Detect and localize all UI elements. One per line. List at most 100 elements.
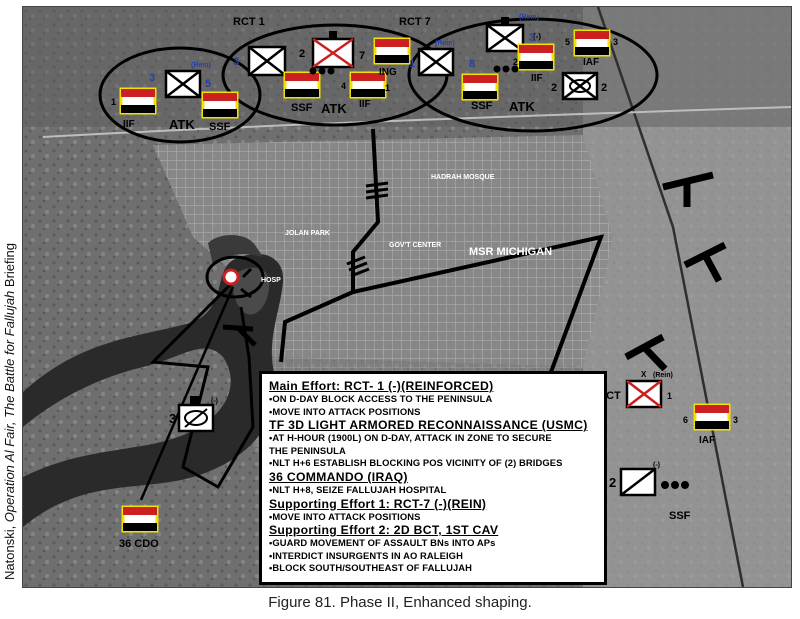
num-iaf-6: 6	[683, 415, 688, 425]
num-west-3: 3	[149, 72, 155, 84]
phase-line-marks-2	[346, 255, 370, 278]
bct-symbol	[625, 379, 663, 409]
commando-heading: 36 COMMANDO (IRAQ)	[269, 469, 408, 484]
num-rct7-2c: 2	[601, 82, 607, 94]
iraqi-unit-36cdo	[121, 505, 159, 533]
tf-lar-task-2: •NLT H+6 ESTABLISH BLOCKING POS VICINITY…	[269, 457, 563, 469]
supporting-effort-2-task-2: •INTERDICT INSURGENTS IN AO RALEIGH	[269, 549, 463, 561]
tf-lar-task-1: •AT H-HOUR (1900L) ON D-DAY, ATTACK IN Z…	[269, 432, 552, 444]
num-iaf-3: 3	[733, 415, 738, 425]
label-hosp: HOSP	[261, 277, 281, 284]
iraqi-unit-ssf-west	[201, 91, 239, 119]
num-rct7-1: 1	[409, 58, 415, 70]
west-infantry-symbol	[164, 69, 202, 99]
label-x-bct: X	[641, 370, 647, 379]
label-rct1: RCT 1	[233, 16, 265, 28]
figure-caption: Figure 81. Phase II, Enhanced shaping.	[268, 594, 532, 611]
label-atk-rct7: ATK	[509, 99, 535, 114]
label-atk-west: ATK	[169, 117, 195, 132]
label-minus-lar: (-)	[211, 398, 218, 405]
blocking-pos-south	[624, 333, 668, 372]
num-rct7-2a: 2	[513, 57, 518, 67]
label-rct7: RCT 7	[399, 16, 431, 28]
label-rein-west: (Rein)	[191, 62, 211, 69]
rct1-infantry-symbol	[247, 45, 287, 77]
main-effort-task-2: •MOVE INTO ATTACK POSITIONS	[269, 405, 421, 417]
tf-lar-task-1-cont: THE PENINSULA	[269, 444, 346, 456]
river-bend-south	[208, 235, 263, 265]
iraqi-unit-ssf-rct7	[461, 73, 499, 101]
cav-symbol	[619, 467, 657, 497]
iraqi-unit-iif-rct1	[349, 71, 387, 99]
label-iif-rct1: IIF	[359, 99, 371, 110]
rct7-infantry-symbol	[417, 47, 455, 77]
num-rct1-3: 3	[233, 56, 239, 68]
iraqi-unit-iif-west	[119, 87, 157, 115]
msr-boundary-line	[279, 290, 354, 363]
label-minus-cav: (-)	[653, 462, 660, 469]
label-msr-michigan: MSR MICHIGAN	[469, 246, 552, 258]
label-iif-west: IIF	[123, 119, 135, 130]
hospital-icon	[222, 268, 240, 286]
iraqi-unit-ssf-rct1	[283, 71, 321, 99]
hospital-ring	[205, 255, 265, 299]
iraqi-unit-iaf-east	[693, 403, 731, 431]
supporting-effort-1-task-1: •MOVE INTO ATTACK POSITIONS	[269, 510, 421, 522]
peninsula	[233, 267, 270, 315]
main-effort-task-1: •ON D-DAY BLOCK ACCESS TO THE PENINSULA	[269, 393, 493, 404]
num-rct7-3b: 3	[613, 37, 618, 47]
blocking-pos-mid	[683, 241, 727, 283]
phase-line-marks-1	[365, 181, 389, 200]
side-credit: Natonski, Operation Al Fair, The Battle …	[2, 243, 17, 580]
commando-task-1: •NLT H+8, SEIZE FALLUJAH HOSPITAL	[269, 483, 447, 495]
blocking-mark-bridge	[222, 324, 257, 347]
label-ssf-rct1: SSF	[291, 102, 313, 114]
axis-to-hospital	[139, 286, 235, 501]
rct7-armor-symbol	[561, 71, 599, 101]
label-rein-bct: (Rein)	[653, 372, 673, 379]
num-lar-3: 3	[169, 411, 176, 426]
num-bct-1: 1	[667, 391, 672, 401]
label-ssf-west: SSF	[209, 121, 231, 133]
label-minus-rct7: (-)	[533, 32, 541, 41]
label-atk-rct1: ATK	[321, 101, 347, 116]
supporting-effort-1-heading: Supporting Effort 1: RCT-7 (-)(REIN)	[269, 496, 487, 511]
label-govt-center: GOV'T CENTER	[389, 242, 441, 249]
road-north	[42, 106, 791, 138]
num-rct1-7: 7	[359, 50, 365, 62]
label-iaf-rct7: IAF	[583, 57, 599, 68]
main-effort-heading: Main Effort: RCT- 1 (-)(REINFORCED)	[269, 379, 494, 393]
num-rct7-8: 8	[469, 58, 475, 70]
supporting-effort-2-heading: Supporting Effort 2: 2D BCT, 1ST CAV	[269, 523, 499, 538]
num-rct7-3: 3	[529, 32, 535, 44]
label-ssf-east: SSF	[669, 510, 691, 522]
atk-area-west	[98, 46, 262, 144]
iraqi-unit-iif-rct7	[517, 43, 555, 71]
label-jolan-park: JOLAN PARK	[285, 230, 330, 237]
label-rein-hq: (Rein)	[519, 14, 539, 21]
atk-area-rct7	[407, 17, 659, 133]
rct7-hq-symbol	[485, 17, 525, 53]
num-rct1-4: 4	[341, 81, 346, 91]
label-iif-rct7: IIF	[531, 73, 543, 84]
num-rct1-2: 2	[299, 48, 305, 60]
label-hadrah-mosque: HADRAH MOSQUE	[431, 174, 495, 181]
map-frame: RCT 1 RCT 7 ATK ATK ATK SSF IIF SSF IIF …	[22, 6, 792, 588]
label-ssf-rct7: SSF	[471, 100, 493, 112]
num-west-1: 1	[111, 97, 116, 107]
blocking-pos-north	[662, 171, 714, 207]
num-rct1-1: 1	[385, 83, 390, 93]
msr-michigan-line	[352, 234, 605, 373]
ssf-dots	[309, 65, 689, 489]
supporting-effort-2-task-3: •BLOCK SOUTH/SOUTHEAST OF FALLUJAH	[269, 562, 473, 574]
num-rct7-2b: 2	[551, 82, 557, 94]
iraqi-unit-ing	[373, 37, 411, 65]
rct1-cmd-symbol	[311, 31, 355, 69]
operations-order-box: Main Effort: RCT- 1 (-)(REINFORCED) •ON …	[259, 371, 607, 585]
rail-line	[596, 7, 745, 587]
iraqi-unit-iaf-rct7	[573, 29, 611, 57]
peninsula-axis-outline	[149, 280, 255, 490]
num-rct7-5: 5	[565, 37, 570, 47]
label-rein-rct7: (Rein)	[435, 40, 455, 47]
peninsula-lar-symbol	[177, 396, 215, 433]
